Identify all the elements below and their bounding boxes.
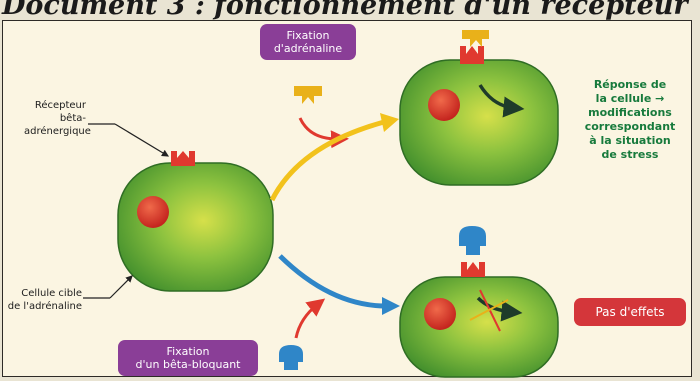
- no-effect-badge: Pas d'effets: [574, 298, 686, 326]
- responding-cell: [400, 60, 558, 185]
- target-cell: [118, 163, 273, 291]
- blocker-pathway-arrow: [280, 256, 384, 306]
- cell-nucleus: [137, 196, 169, 228]
- cell-response-text: Réponse de la cellule → modifications co…: [574, 78, 686, 162]
- adrenaline-icon: [294, 86, 322, 104]
- receptor-label: Récepteur bêta- adrénergique: [24, 99, 86, 138]
- target-cell-label: Cellule cible de l'adrénaline: [6, 287, 82, 313]
- receptor-leader: [115, 124, 168, 156]
- receptor-icon: [171, 151, 195, 166]
- beta-blocker-binding-badge: Fixation d'un bêta-bloquant: [118, 340, 258, 376]
- beta-blocker-bound-icon: [459, 226, 486, 255]
- blocker-pathway-arrowhead: [382, 297, 400, 315]
- adrenaline-binding-badge: Fixation d'adrénaline: [260, 24, 356, 60]
- receptor-icon: [460, 46, 484, 64]
- binding-arrow: [300, 118, 340, 139]
- binding-arrow: [296, 304, 318, 338]
- cell-nucleus: [428, 89, 460, 121]
- adrenaline-pathway-arrowhead: [380, 113, 399, 132]
- receptor-icon: [461, 262, 485, 277]
- adrenaline-bound-icon: [462, 30, 489, 47]
- cell-nucleus: [424, 298, 456, 330]
- beta-blocker-icon: [279, 345, 303, 370]
- blocked-cell: [400, 277, 558, 377]
- adrenaline-pathway-arrow: [272, 122, 384, 200]
- cell-leader: [110, 276, 132, 298]
